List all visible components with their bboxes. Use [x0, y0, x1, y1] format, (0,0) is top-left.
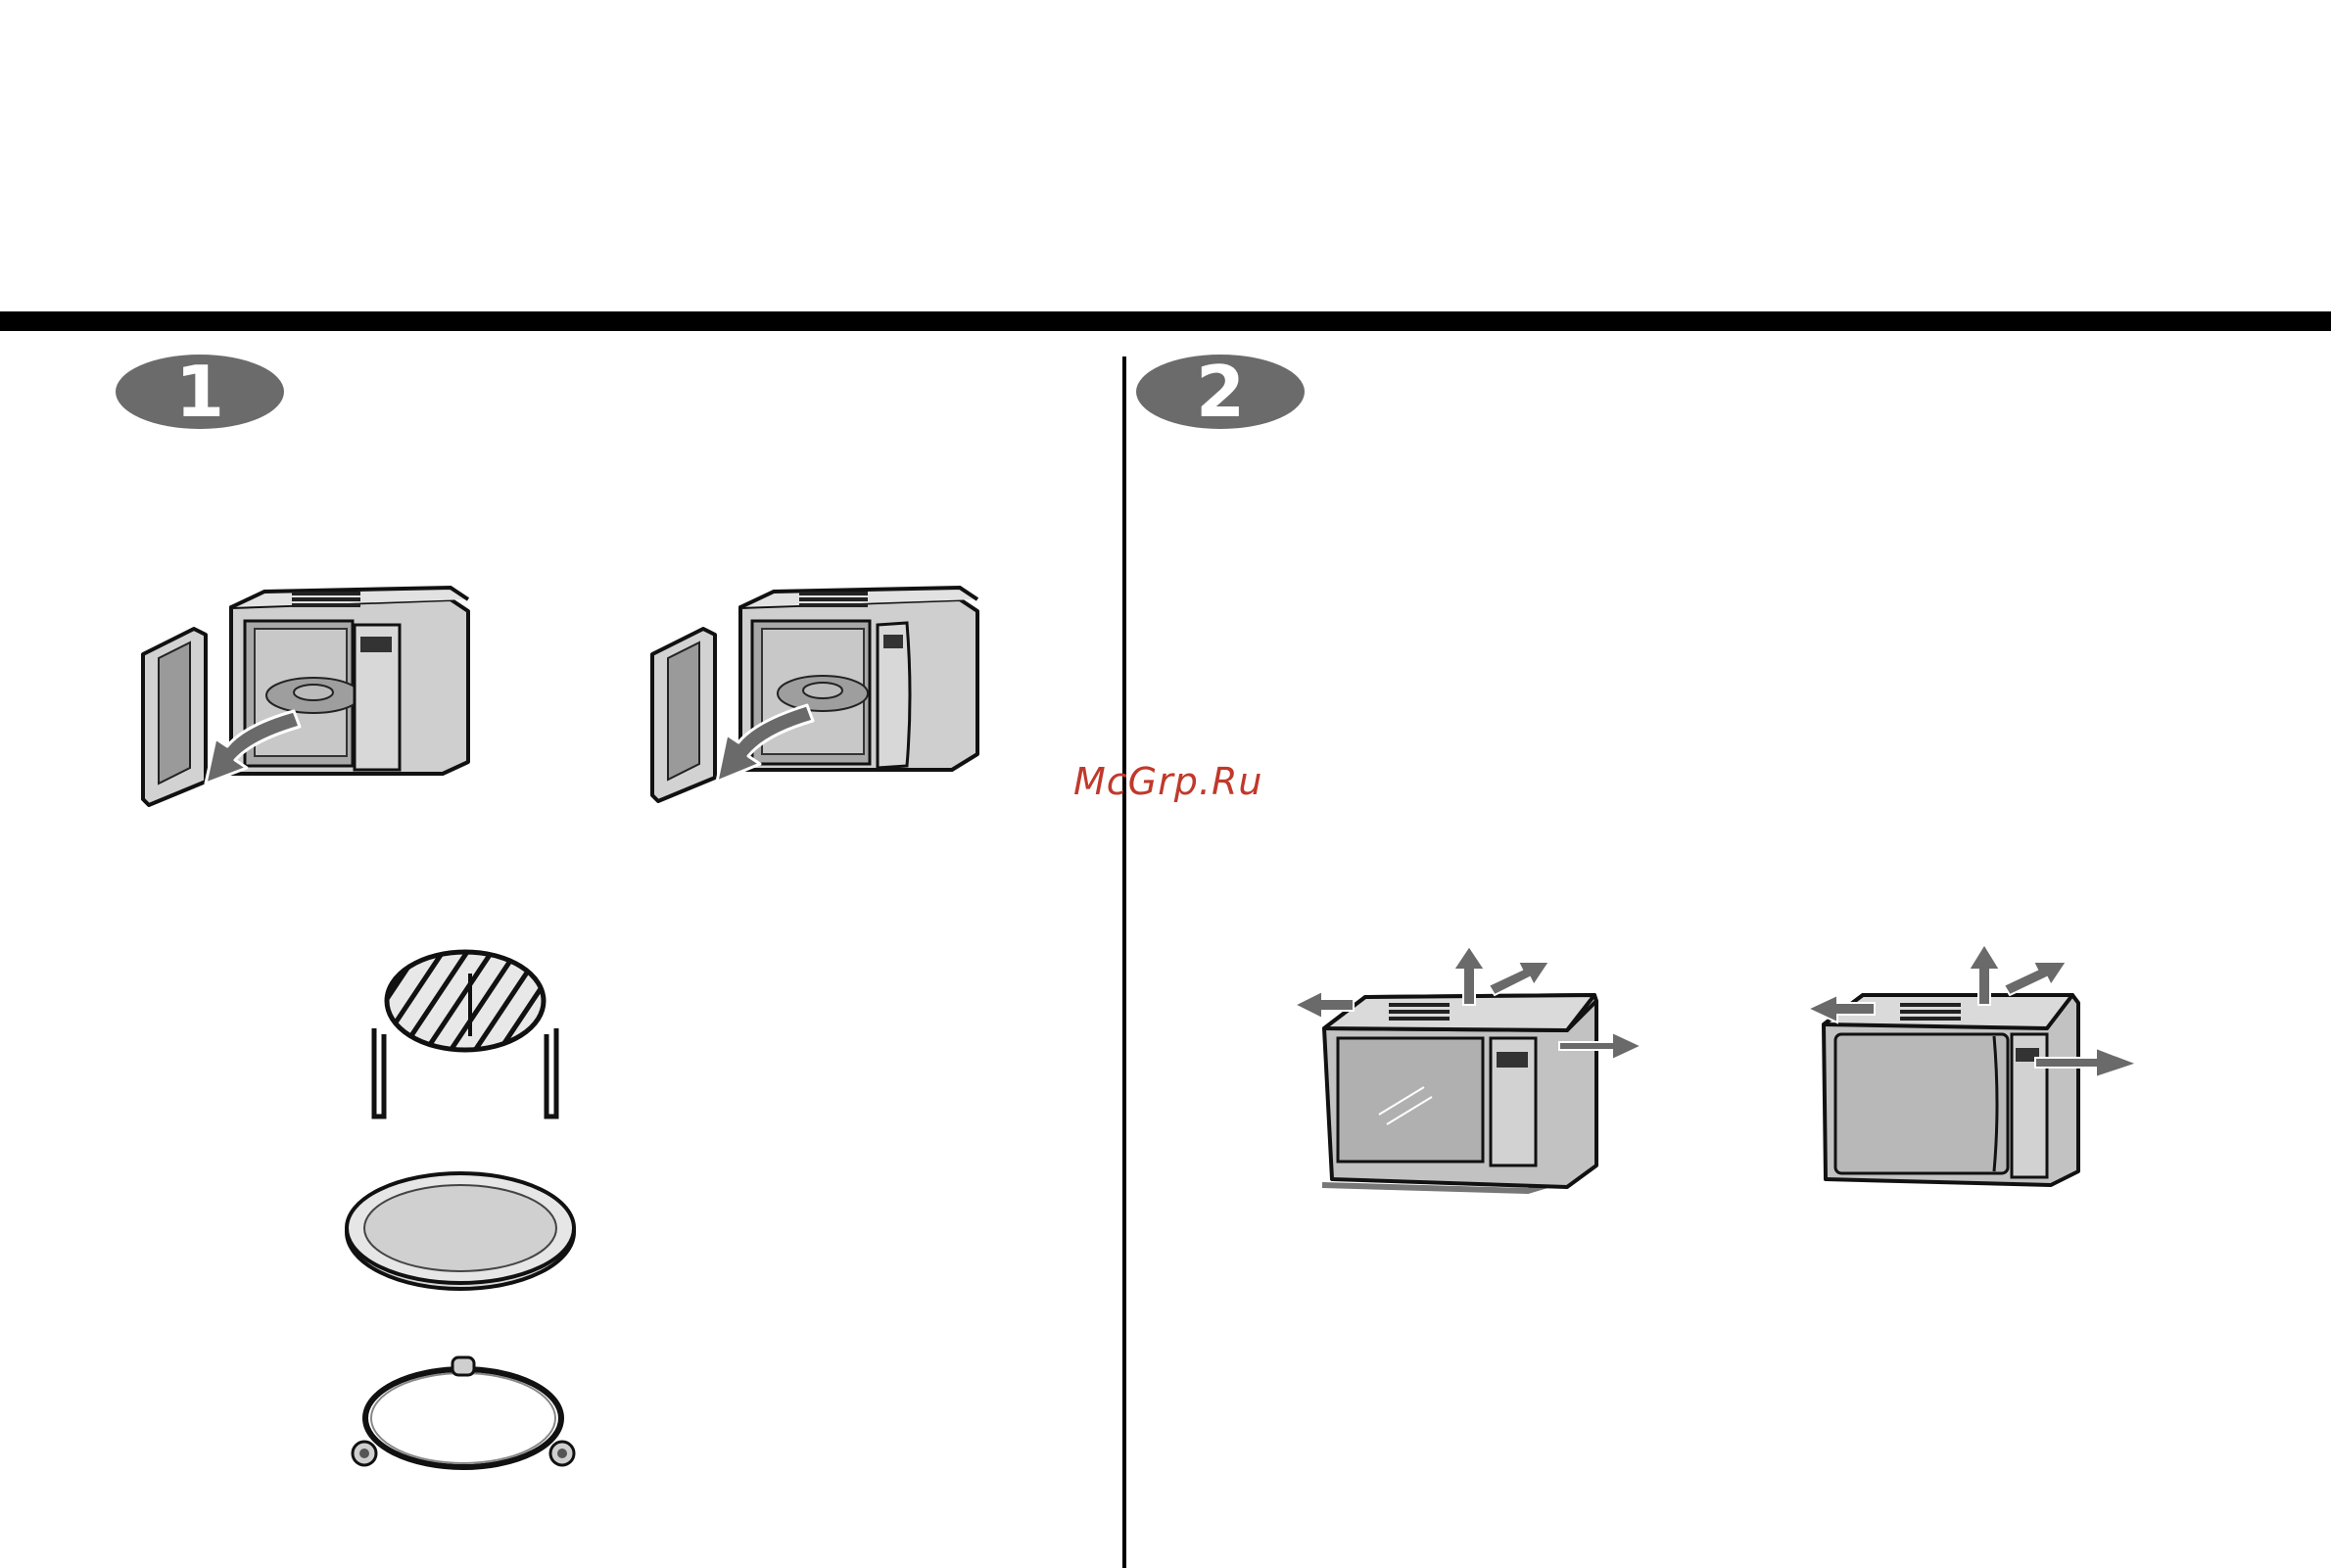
grill-rack-icon — [362, 950, 568, 1121]
microwave-ventilation-clearance-icon — [1802, 940, 2145, 1195]
step-number-1: 1 — [114, 353, 286, 431]
microwave-open-door-removal-icon — [137, 578, 470, 813]
header-rule — [0, 311, 2331, 331]
roller-ring-icon — [351, 1352, 576, 1479]
column-divider — [1122, 356, 1126, 1568]
microwave-ventilation-clearance-icon — [1303, 940, 1645, 1195]
watermark-text: McGrp.Ru — [1073, 760, 1262, 803]
microwave-open-door-removal-icon — [646, 578, 979, 813]
step-number-2: 2 — [1134, 353, 1307, 431]
glass-tray-icon — [343, 1165, 578, 1293]
step-badge-1: 1 — [114, 353, 286, 431]
step-badge-2: 2 — [1134, 353, 1307, 431]
